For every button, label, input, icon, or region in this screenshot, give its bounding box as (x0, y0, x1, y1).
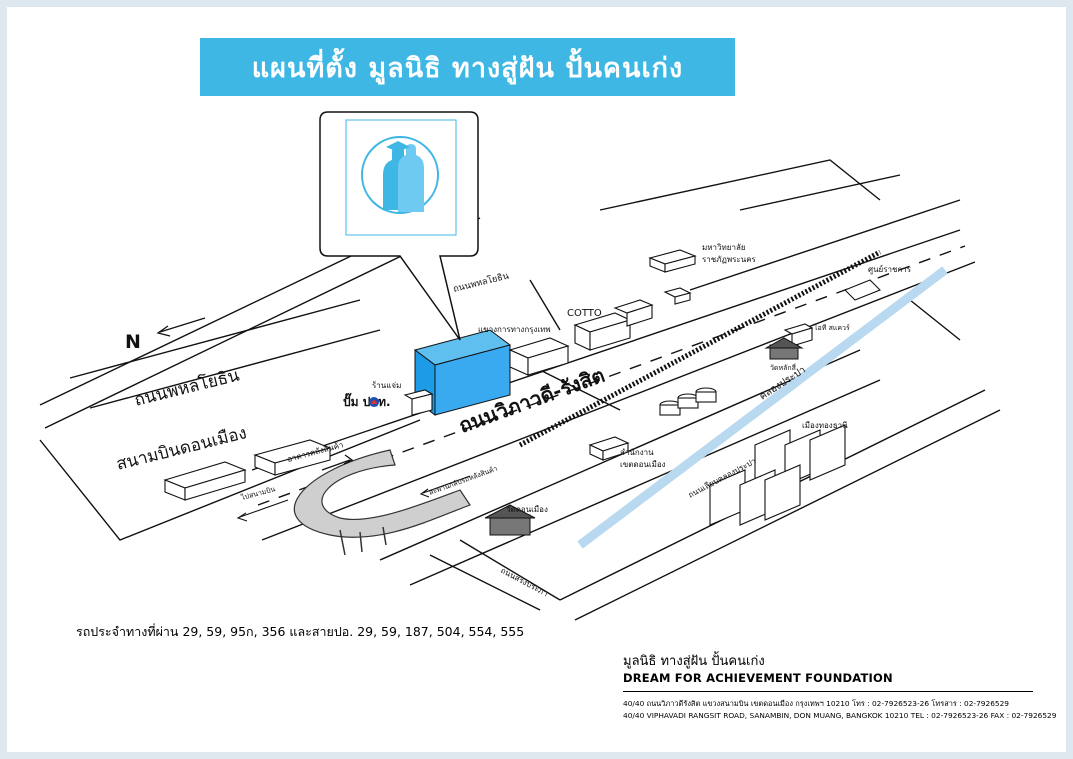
ptt-icon (369, 397, 379, 407)
lower-road-edge-2 (409, 379, 881, 586)
building-small-top (663, 287, 692, 305)
vibhavadi-edge-1 (251, 229, 961, 471)
phahon-left-edge-2 (89, 329, 381, 409)
flyover-arrow (321, 459, 351, 471)
mid-connector (539, 369, 621, 411)
flyover-arrow-2 (422, 475, 471, 494)
label-university-2: ราชภัฏพระนคร (702, 255, 757, 264)
building-cargo (253, 439, 332, 476)
temple-laksi (764, 337, 804, 360)
building-shop (403, 389, 434, 416)
label-it-square: ไอที สแควร์ (813, 323, 850, 332)
building-district-office (588, 436, 630, 461)
footer-address-en: 40/40 VIPHAVADI RANGSIT ROAD, SANAMBIN, … (623, 711, 1057, 720)
footer-name-en: DREAM FOR ACHIEVEMENT FOUNDATION (623, 671, 893, 685)
footer: มูลนิธิ ทางสู่ฝัน ปั้นคนเก่ง DREAM FOR A… (623, 650, 1056, 722)
foundation-building (413, 329, 512, 416)
flyover-arrowhead (343, 454, 354, 465)
upper-right-road-2 (739, 174, 901, 211)
vibhavadi-edge-2 (261, 261, 976, 541)
rail-side-road (689, 199, 961, 291)
footer-divider (623, 691, 1033, 692)
area-muang-thong: เมืองทองธานี (802, 421, 848, 430)
building-highways (508, 337, 570, 376)
label-highways: แขวงการทางกรุงเทพ (478, 325, 551, 334)
label-flyover: สะพานกลับรถหลังสินค้า (428, 465, 499, 497)
cotto-connector (529, 279, 561, 331)
upper-right-road (599, 159, 881, 211)
building-university (648, 249, 697, 273)
road-phahon-left: ถนนพหลโยธิน (132, 364, 242, 410)
building-airport-hangar (163, 461, 247, 501)
phahon-left-edge-1 (69, 299, 361, 379)
label-temple-laksi: วัดหลักสี่ (770, 363, 797, 372)
foundation-logo (345, 119, 457, 236)
label-ptt: ปั๊ม ปตท. (343, 392, 391, 409)
right-connector (909, 299, 961, 341)
road-phahon-top: ถนนพหลโยธิน (452, 270, 510, 294)
label-cotto: COTTO (567, 308, 602, 319)
building-cotto (573, 299, 654, 351)
flyover (293, 449, 471, 556)
flyover-arrowhead-2 (419, 488, 430, 498)
songprapa-edge-1 (459, 539, 561, 601)
canal-road-edge-2 (574, 409, 1001, 621)
label-gov-center: ศูนย์ราชการ (868, 264, 912, 275)
compass-n: N (125, 331, 141, 353)
label-to-airport: ไปสนามบิน (239, 484, 276, 502)
muang-thong-blocks (709, 424, 846, 526)
page-title: แผนที่ตั้ง มูลนิธิ ทางสู่ฝัน ปั้นคนเก่ง (200, 38, 735, 96)
label-shop: ร้านแจ่ม (372, 381, 401, 390)
label-district-2: เขตดอนเมือง (620, 460, 666, 469)
temple-donmuang (484, 504, 536, 536)
railway (518, 249, 882, 448)
north-arrow (156, 317, 206, 337)
tanks (659, 387, 717, 416)
bus-routes: รถประจำทางที่ผ่าน 29, 59, 95ก, 356 และสา… (76, 624, 525, 639)
songprapa-edge-2 (429, 554, 541, 611)
building-gov-center (844, 279, 881, 301)
to-airport-arrow (239, 499, 289, 518)
footer-name-th: มูลนิธิ ทางสู่ฝัน ปั้นคนเก่ง (623, 654, 765, 669)
label-university-1: มหาวิทยาลัย (702, 243, 746, 252)
footer-address-th: 40/40 ถนนวิภาวดีรังสิต แขวงสนามบิน เขตดอ… (623, 699, 1010, 708)
canal (577, 266, 948, 549)
building-it-square (783, 323, 814, 347)
label-temple-donmuang: วัดดอนเมือง (506, 505, 548, 514)
label-district-1: สำนักงาน (620, 448, 654, 457)
to-airport-arrowhead (236, 512, 248, 522)
